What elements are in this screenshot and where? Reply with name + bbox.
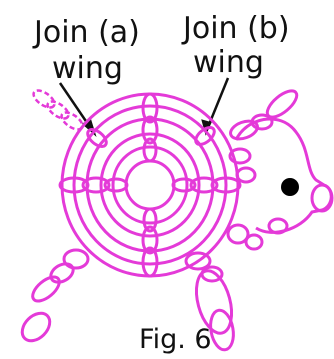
eye [281,178,299,196]
join-b-label: Join (b) [181,11,290,46]
join-a-wing-label: wing [52,51,123,86]
figure-caption: Fig. 6 [139,324,212,355]
turtle-body [17,86,332,351]
join-b-wing-label: wing [193,45,264,80]
join-a-label: Join (a) [32,15,140,50]
left-leg [17,250,88,346]
turtle-head [228,86,332,249]
